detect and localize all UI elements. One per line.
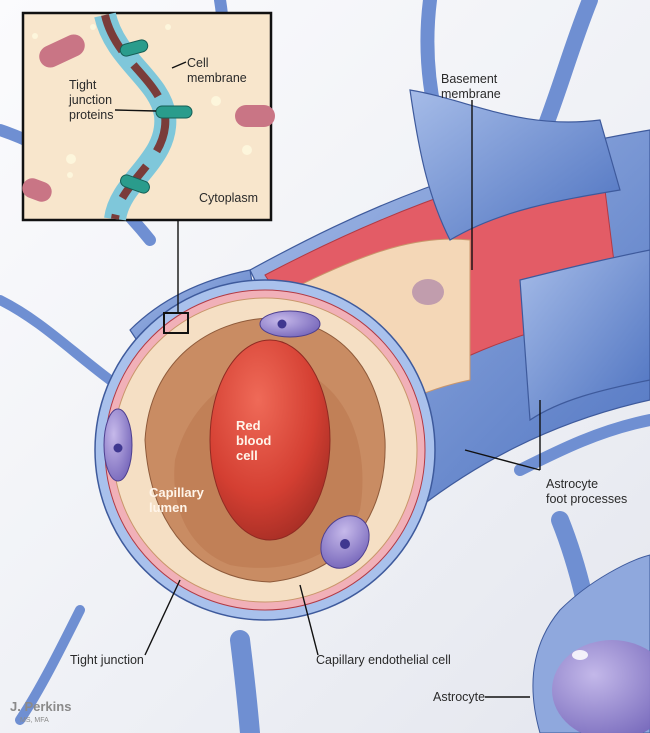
red-blood-cell-shape — [209, 339, 331, 541]
signature-credentials: MS, MFA — [20, 717, 49, 724]
label-red-blood-cell: Red blood cell — [236, 418, 272, 463]
label-capillary-endothelial-cell: Capillary endothelial cell — [316, 653, 451, 667]
label-astrocyte: Astrocyte — [433, 690, 486, 704]
astrocyte-cell-body — [532, 554, 650, 733]
label-tight-junction-proteins: Tight junction proteins — [69, 78, 114, 122]
endothelial-nuclei — [103, 310, 370, 569]
artist-signature: J. Perkins MS, MFA — [10, 700, 71, 728]
label-cytoplasm: Cytoplasm — [199, 191, 259, 205]
label-cell-membrane: Cell membrane — [187, 56, 247, 85]
label-basement-membrane: Basement membrane — [441, 72, 501, 101]
label-astrocyte-foot-processes: Astrocyte foot processes — [546, 477, 628, 506]
leader-lines — [114, 61, 541, 698]
signature-name: J. Perkins — [10, 699, 72, 714]
label-capillary-lumen: Capillary lumen — [149, 485, 204, 515]
label-tight-junction: Tight junction — [70, 653, 144, 667]
inset-panel — [21, 11, 275, 334]
